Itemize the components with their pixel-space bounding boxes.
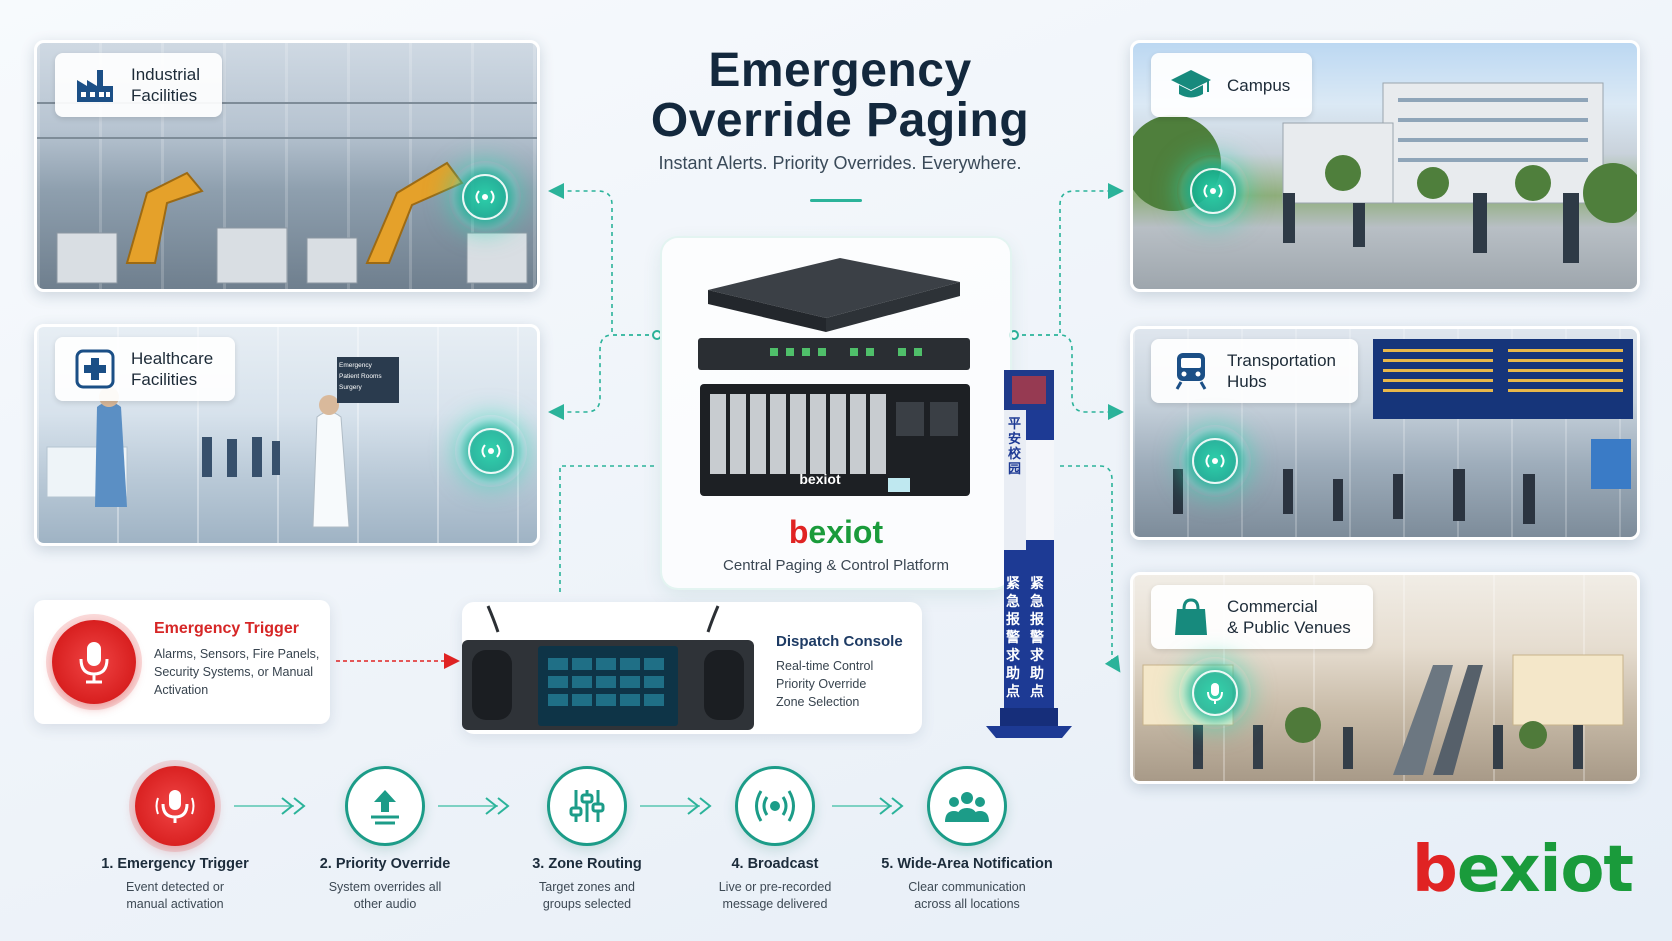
chevron-arrow (640, 797, 712, 815)
step-3-circle (547, 766, 627, 846)
step-2-description: System overrides all other audio (328, 880, 442, 911)
step-4-circle (735, 766, 815, 846)
industrial-tag: Industrial Facilities (55, 53, 222, 117)
factory-icon (73, 63, 117, 107)
server-hardware-illustration (698, 258, 970, 496)
step-3-description: Target zones and groups selected (539, 880, 635, 911)
transportation-label: Transportation Hubs (1227, 351, 1336, 391)
sign-patient-rooms: Patient Rooms (339, 373, 382, 380)
train-icon (1169, 349, 1213, 393)
console-hardware-illustration (462, 605, 754, 730)
page-subtitle: Instant Alerts. Priority Overrides. Ever… (658, 153, 1022, 173)
step-1-title: 1. Emergency Trigger (101, 856, 249, 872)
console-line: Zone Selection (776, 695, 860, 709)
step-5-title: 5. Wide-Area Notification (881, 856, 1053, 872)
platform-brand: bexiot (662, 514, 1010, 551)
step-2-circle (345, 766, 425, 846)
wayfinding-sign: Emergency Patient Rooms Surgery (339, 360, 397, 393)
transportation-tag: Transportation Hubs (1151, 339, 1358, 403)
trigger-title: Emergency Trigger (154, 620, 299, 637)
factory-scene (37, 102, 537, 284)
step-5-circle (927, 766, 1007, 846)
step-4-description: Live or pre-recorded message delivered (718, 880, 832, 911)
console-body: Real-time Control Priority Override Zone… (776, 657, 873, 711)
step-3-title: 3. Zone Routing (532, 856, 642, 872)
bexiot-logo: bexiot (1412, 833, 1634, 907)
healthcare-label: Healthcare Facilities (131, 349, 214, 389)
sliders-icon (567, 786, 607, 826)
platform-label: Central Paging & Control Platform (723, 557, 949, 574)
pillar-illustration (986, 370, 1072, 738)
medical-cross-icon (73, 347, 117, 391)
title-line-1: Emergency (708, 44, 972, 97)
sign-emergency: Emergency (339, 362, 372, 369)
title-line-2: Override Paging (650, 94, 1030, 147)
upload-arrow-icon (365, 786, 405, 826)
page-title: Emergency Override Paging (600, 46, 1080, 146)
step-5-description: Clear communication across all locations (908, 880, 1026, 911)
title-divider (810, 199, 862, 202)
microphone-signal-icon (1179, 657, 1251, 729)
console-title: Dispatch Console (776, 633, 903, 650)
commercial-label: Commercial & Public Venues (1227, 597, 1351, 637)
pillar-top-text: 平安校园 (1008, 416, 1022, 476)
healthcare-facilities-card: Emergency Patient Rooms Surgery Healthca… (34, 324, 540, 546)
campus-scene (1133, 82, 1637, 263)
console-line: Real-time Control (776, 659, 874, 673)
microphone-alert-icon (52, 620, 136, 704)
step-1-circle (135, 766, 215, 846)
chevron-arrow (438, 797, 510, 815)
industrial-label: Industrial Facilities (131, 65, 200, 105)
signal-icon (455, 415, 527, 487)
graduation-cap-icon (1169, 63, 1213, 107)
step-1-description: Event detected or manual activation (126, 880, 224, 911)
shopping-bag-icon (1169, 595, 1213, 639)
logo-rest: exiot (1456, 833, 1634, 907)
industrial-facilities-card: Industrial Facilities (34, 40, 540, 292)
logo-b: b (1412, 833, 1458, 907)
signal-icon (1179, 425, 1251, 497)
step-2-title: 2. Priority Override (319, 856, 451, 872)
platform-brand-rest: exiot (808, 514, 884, 550)
signal-icon (1177, 155, 1249, 227)
commercial-tag: Commercial & Public Venues (1151, 585, 1373, 649)
commercial-venues-card: Commercial & Public Venues (1130, 572, 1640, 784)
chevron-arrow (234, 797, 306, 815)
station-scene (1173, 339, 1633, 524)
transportation-hubs-card: Transportation Hubs (1130, 326, 1640, 540)
microphone-icon (153, 784, 197, 828)
campus-tag: Campus (1151, 53, 1313, 117)
broadcast-icon (753, 786, 797, 826)
group-icon (944, 786, 990, 826)
healthcare-tag: Healthcare Facilities (55, 337, 236, 401)
campus-card: Campus (1130, 40, 1640, 292)
step-4-title: 4. Broadcast (731, 856, 819, 872)
console-line: Priority Override (776, 677, 867, 691)
platform-brand-b: b (788, 514, 809, 550)
trigger-body: Alarms, Sensors, Fire Panels, Security S… (154, 647, 320, 697)
device-brand-label: bexiot (799, 471, 841, 487)
chevron-arrow (832, 797, 904, 815)
pillar-side-text-b: 紧急报警求助点 (1030, 575, 1044, 699)
emergency-help-pillar: 平安校园 紧急报警求助点 紧急报警求助点 (986, 370, 1072, 740)
campus-label: Campus (1227, 75, 1291, 95)
signal-icon (449, 161, 521, 233)
sign-surgery: Surgery (339, 384, 362, 391)
pillar-side-text-a: 紧急报警求助点 (1006, 575, 1020, 699)
